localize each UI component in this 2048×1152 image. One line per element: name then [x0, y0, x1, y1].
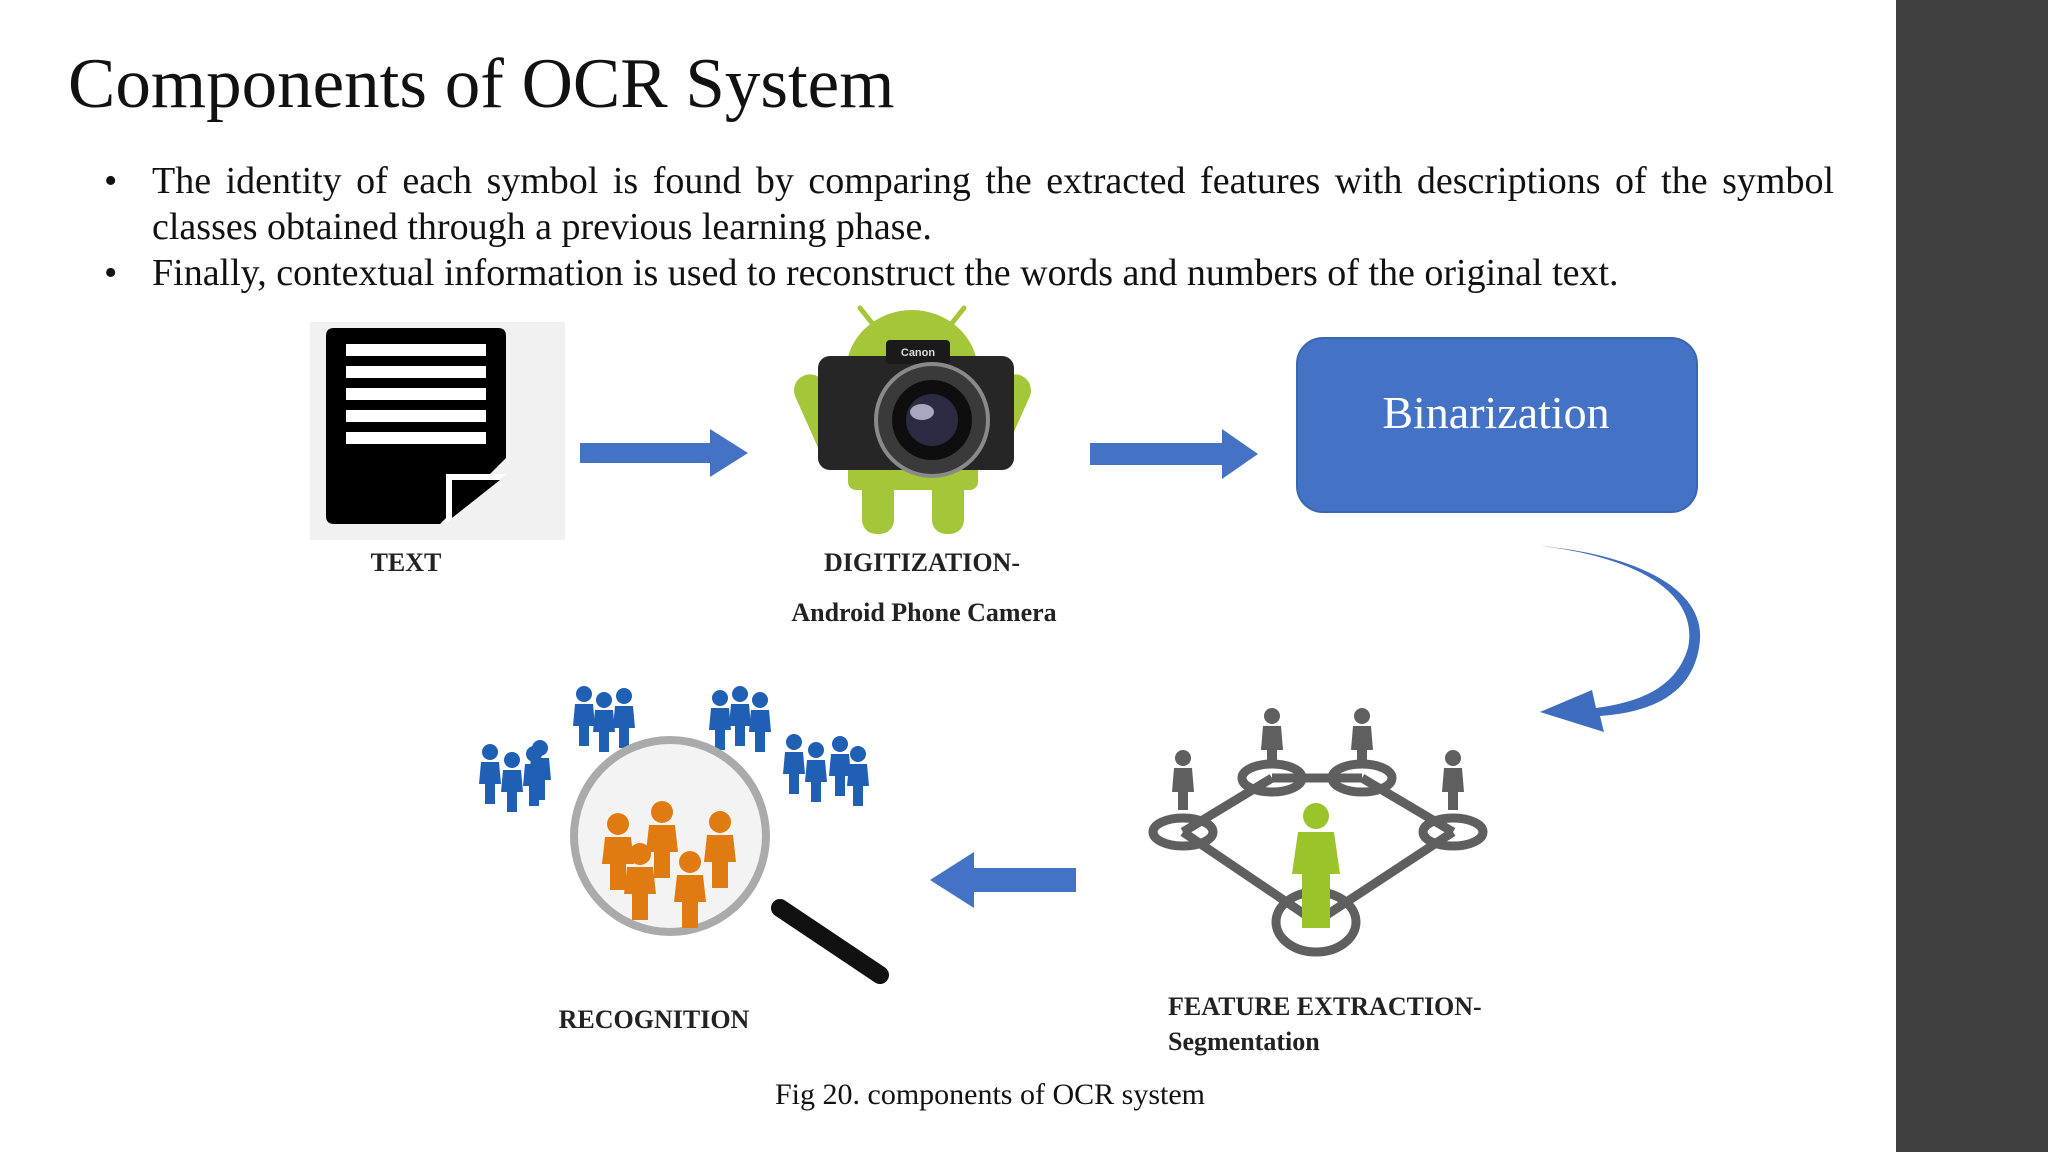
slide-sidebar [1896, 0, 2048, 1152]
camera-brand-text: Canon [901, 347, 936, 359]
bullet-item: • Finally, contextual information is use… [100, 250, 1834, 296]
slide-title: Components of OCR System [68, 45, 895, 123]
figure-caption: Fig 20. components of OCR system [774, 1078, 1205, 1111]
digitization-label: DIGITIZATION- [824, 548, 1020, 577]
bullet-list: • The identity of each symbol is found b… [100, 158, 1834, 296]
feature-network-icon [1148, 708, 1488, 957]
bullet-dot: • [104, 160, 118, 202]
text-label: TEXT [371, 548, 442, 577]
arrow-right-icon [580, 429, 748, 477]
curved-arrow-icon [1540, 546, 1701, 732]
bullet-dot: • [104, 252, 118, 294]
recognition-label: RECOGNITION [559, 1005, 750, 1034]
bullet-text: The identity of each symbol is found by … [152, 160, 1834, 248]
bullet-item: • The identity of each symbol is found b… [100, 158, 1834, 250]
android-camera-icon: Canon [794, 305, 1031, 534]
feature-extraction-sublabel: Segmentation [1168, 1027, 1320, 1056]
binarization-box [1296, 337, 1698, 513]
arrow-right-icon [1090, 429, 1258, 479]
green-person-icon [1292, 803, 1340, 928]
digitization-sublabel: Android Phone Camera [791, 598, 1056, 627]
text-document-icon [310, 322, 565, 540]
magnifying-glass-icon [570, 736, 889, 984]
feature-extraction-label: FEATURE EXTRACTION- [1168, 992, 1482, 1021]
arrow-left-icon [930, 852, 1076, 908]
bullet-text: Finally, contextual information is used … [152, 252, 1619, 294]
binarization-label: Binarization [1382, 387, 1609, 438]
